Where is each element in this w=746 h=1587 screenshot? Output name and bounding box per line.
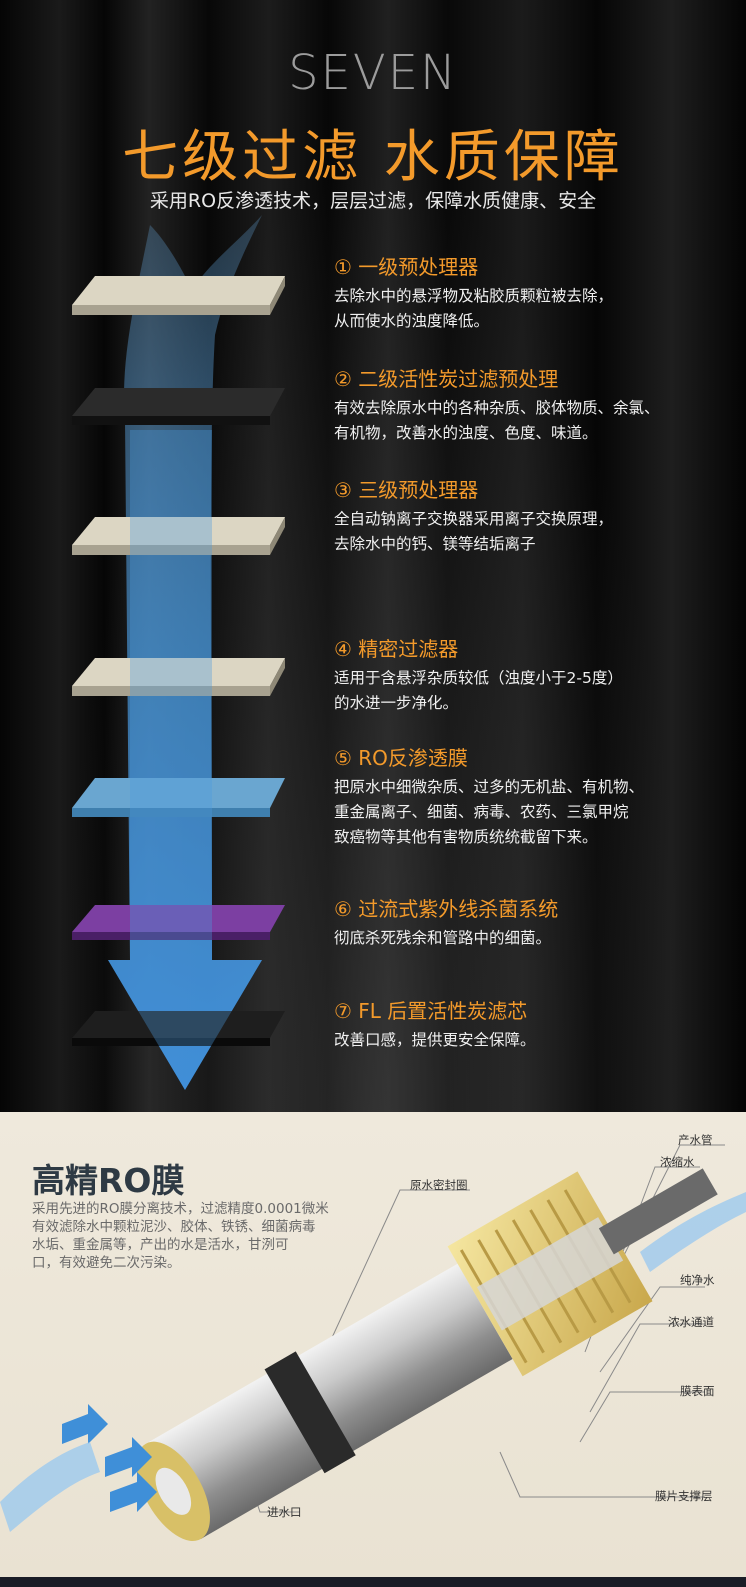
stage-desc-line: 把原水中细微杂质、过多的无机盐、有机物、 [334,778,645,796]
stage-title: ⑦ FL 后置活性炭滤芯 [334,999,528,1023]
callout-support-layer: 膜片支撑层 [655,1489,713,1503]
stage-title: ④ 精密过滤器 [334,637,459,661]
stage-desc-line: 去除水中的钙、镁等结垢离子 [334,535,536,553]
stage-desc-line: 去除水中的悬浮物及粘胶质颗粒被去除， [334,287,614,305]
stage-desc-line: 有效去除原水中的各种杂质、胶体物质、余氯、 [334,399,660,417]
ro-desc-line: 采用先进的RO膜分离技术，过滤精度0.0001微米 [32,1201,329,1217]
page-subtitle: 采用RO反渗透技术，层层过滤，保障水质健康、安全 [149,190,597,212]
filtration-illustration [72,215,285,1090]
callout-concentrate: 浓缩水 [660,1155,695,1169]
callout-raw-seal: 原水密封圈 [410,1178,468,1192]
filter-layer-3 [72,517,285,555]
filter-layer-6 [72,905,285,940]
stage-1: ① 一级预处理器 去除水中的悬浮物及粘胶质颗粒被去除， 从而使水的浊度降低。 [334,253,734,334]
water-flow-arrow [108,215,262,1090]
filter-layer-4 [72,658,285,696]
stage-desc-line: 改善口感，提供更安全保障。 [334,1031,536,1049]
stage-desc-line: 重金属离子、细菌、病毒、农药、三氯甲烷 [334,803,629,821]
stage-desc-line: 的水进一步净化。 [334,694,459,712]
filter-layer-2 [72,388,285,425]
filter-layer-1 [72,276,285,315]
stage-desc-line: 全自动钠离子交换器采用离子交换原理， [334,510,614,528]
stage-6: ⑥ 过流式紫外线杀菌系统 彻底杀死残余和管路中的细菌。 [334,895,734,951]
filter-layer-7 [72,1011,285,1046]
ro-title: 高精RO膜 [32,1161,185,1200]
ro-desc-line: 口，有效避免二次污染。 [32,1255,181,1271]
stage-title: ① 一级预处理器 [334,255,479,279]
stage-title: ⑥ 过流式紫外线杀菌系统 [334,897,559,921]
filter-layer-5 [72,778,285,817]
ro-desc-line: 水垢、重金属等，产出的水是活水，甘洌可 [32,1237,289,1253]
callout-product-pipe: 产水管 [678,1133,713,1147]
footer-strip [0,1577,746,1587]
callout-concentrate-channel: 浓水通道 [668,1315,714,1329]
ro-desc-line: 有效滤除水中颗粒泥沙、胶体、铁锈、细菌病毒 [32,1219,316,1235]
callout-membrane-surface: 膜表面 [680,1384,715,1398]
stage-4: ④ 精密过滤器 适用于含悬浮杂质较低（浊度小于2-5度） 的水进一步净化。 [334,635,734,716]
stage-desc-line: 致癌物等其他有害物质统统截留下来。 [334,828,598,846]
stage-desc-line: 从而使水的浊度降低。 [334,312,490,330]
stage-title: ⑤ RO反渗透膜 [334,746,468,770]
stage-desc-line: 有机物，改善水的浊度、色度、味道。 [334,424,598,442]
stage-desc-line: 适用于含悬浮杂质较低（浊度小于2-5度） [334,669,623,687]
stage-3: ③ 三级预处理器 全自动钠离子交换器采用离子交换原理， 去除水中的钙、镁等结垢离… [334,476,734,557]
stage-7: ⑦ FL 后置活性炭滤芯 改善口感，提供更安全保障。 [334,997,734,1053]
page-headline: 七级过滤 水质保障 [122,125,624,190]
brand-logo: SEVEN [288,45,458,101]
callout-inlet: 进水口 [267,1505,302,1519]
ro-membrane-illustration [0,1144,746,1541]
filtration-section: SEVEN 七级过滤 水质保障 采用RO反渗透技术，层层过滤，保障水质健康、安全… [0,0,746,1125]
stage-5: ⑤ RO反渗透膜 把原水中细微杂质、过多的无机盐、有机物、 重金属离子、细菌、病… [334,744,734,850]
ro-membrane-section: 高精RO膜 采用先进的RO膜分离技术，过滤精度0.0001微米 有效滤除水中颗粒… [0,1112,746,1587]
callout-pure-water: 纯净水 [680,1273,715,1287]
stage-desc-line: 彻底杀死残余和管路中的细菌。 [334,929,552,947]
stage-title: ② 二级活性炭过滤预处理 [334,367,559,391]
stage-2: ② 二级活性炭过滤预处理 有效去除原水中的各种杂质、胶体物质、余氯、 有机物，改… [334,365,734,446]
stage-title: ③ 三级预处理器 [334,478,479,502]
